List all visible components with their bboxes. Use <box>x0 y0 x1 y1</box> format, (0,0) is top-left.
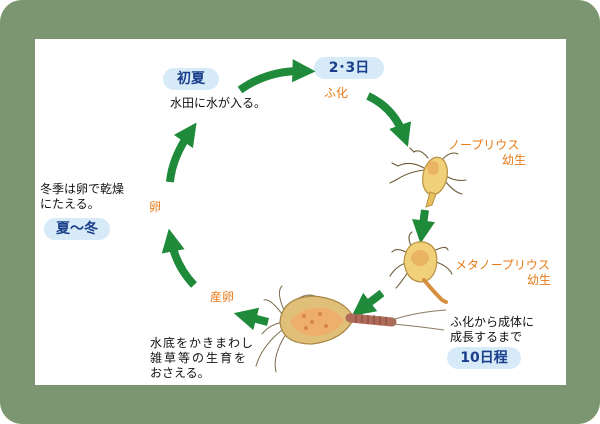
maturation-note-line1: ふ化から成体に <box>450 315 535 329</box>
nauplius-larva-icon <box>389 147 467 208</box>
rice-field-note: 水田に水が入る。 <box>170 96 267 110</box>
arrow-spawn-to-egg <box>161 228 197 288</box>
hatch-label: ふ化 <box>324 86 349 100</box>
bottom-note-line2: 雑草等の生育を <box>150 351 249 365</box>
bottom-note-line3: おさえる。 <box>150 366 210 380</box>
arrow-early-summer-to-hatch <box>237 59 316 94</box>
arrow-metanauplius-to-adult <box>351 289 385 317</box>
arrow-hatch-to-nauplius <box>366 92 412 147</box>
early-summer-badge: 初夏 <box>163 68 219 90</box>
metanauplius-label-line1: メタノープリウス <box>455 258 550 272</box>
arrow-nauplius-to-metanauplius <box>412 209 436 244</box>
ten-days-badge: 10日程 <box>447 347 521 369</box>
metanauplius-larva-icon <box>389 231 453 304</box>
spawn-label: 産卵 <box>210 290 235 304</box>
arrow-egg-to-early-summer <box>166 122 197 183</box>
maturation-note-line2: 成長するまで <box>450 330 523 344</box>
metanauplius-label-line2: 幼生 <box>527 273 552 287</box>
egg-label: 卵 <box>149 200 162 214</box>
winter-note-line1: 冬季は卵で乾燥 <box>40 182 125 196</box>
nauplius-label-line2: 幼生 <box>502 153 527 167</box>
two-three-days-badge: 2･3日 <box>314 57 384 79</box>
adult-tadpole-shrimp-icon <box>255 285 447 373</box>
nauplius-label-line1: ノープリウス <box>448 138 520 152</box>
winter-note-line2: にたえる。 <box>40 197 100 211</box>
summer-winter-badge: 夏〜冬 <box>44 218 110 240</box>
bottom-note-line1: 水底をかきまわし <box>150 336 255 350</box>
arrow-adult-to-spawn <box>233 307 270 331</box>
